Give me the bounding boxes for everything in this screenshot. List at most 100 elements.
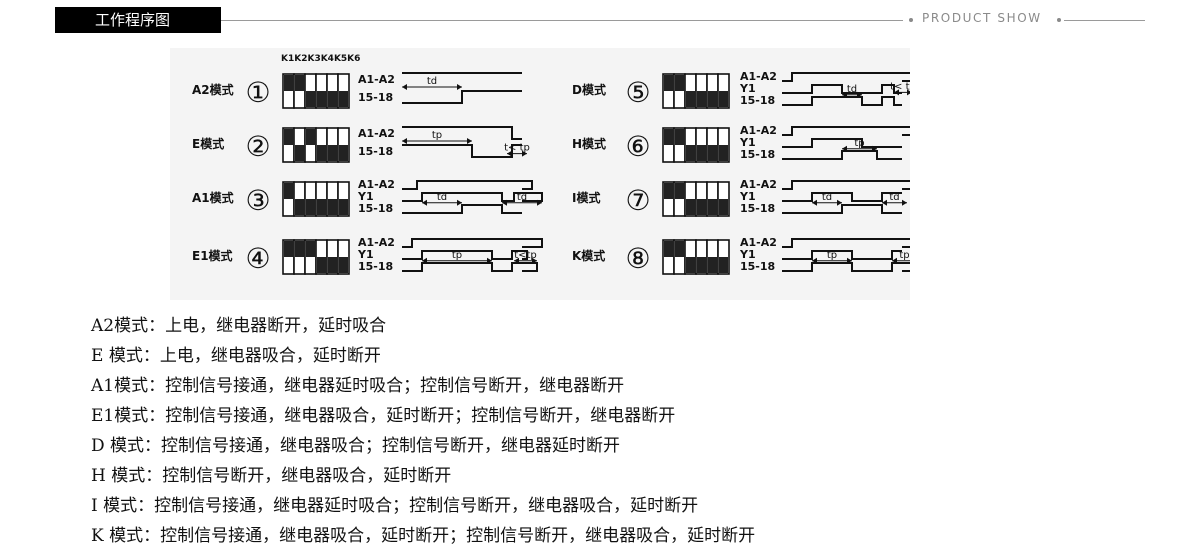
mode-2-dip-fill-3 <box>306 129 315 145</box>
mode-8-timing-span-1-right-arrow <box>847 257 852 264</box>
mode-3-wave-1 <box>402 180 533 190</box>
mode-8-signal-3: 15-18 <box>740 260 775 273</box>
mode-2-timing-label-2: t< tp <box>504 143 530 154</box>
mode-5-timing-span-1-left-arrow <box>842 91 847 98</box>
mode-8-dip-fill-2 <box>675 241 684 257</box>
mode-3-wave-3 <box>402 204 522 214</box>
mode-3-timing-span-1-right-arrow <box>457 199 462 206</box>
mode-7-signal-3: 15-18 <box>740 202 775 215</box>
desc-e-mode: E 模式：上电，继电器吸合，延时断开 <box>91 346 381 366</box>
mode-8-dip-fill-1 <box>664 241 673 257</box>
mode-5-timing-span-2-right-arrow <box>907 89 910 96</box>
mode-4-signal-1: A1-A2 <box>358 236 395 249</box>
mode-6-wave-1 <box>782 126 910 136</box>
mode-4-signal-3: 15-18 <box>358 260 393 273</box>
mode-8-signal-2: Y1 <box>739 248 756 261</box>
mode-8-dip-off-6 <box>719 257 728 273</box>
mode-5-timing-span-1-right-arrow <box>857 91 862 98</box>
mode-6-wave-2 <box>782 138 902 148</box>
mode-6-dip-off-5 <box>708 145 717 161</box>
mode-1-number: ① <box>245 76 270 109</box>
mode-4-dip-fill-1 <box>284 241 293 257</box>
mode-5-dip-off-3 <box>686 91 695 107</box>
mode-6-timing-label-1: tp <box>854 138 864 149</box>
mode-4-wave-2 <box>402 250 528 260</box>
mode-1-dip-off-5 <box>328 91 337 107</box>
desc-h-mode: H 模式：控制信号断开，继电器吸合，延时断开 <box>91 466 452 486</box>
mode-8-signal-1: A1-A2 <box>740 236 777 249</box>
mode-3-label: A1模式 <box>192 190 234 205</box>
mode-4-timing-label-1: tp <box>452 250 462 261</box>
mode-5-label: D模式 <box>572 82 606 97</box>
mode-4-dip-off-6 <box>339 257 348 273</box>
mode-6-signal-1: A1-A2 <box>740 124 777 137</box>
mode-4-dip-fill-2 <box>295 241 304 257</box>
mode-4-timing-label-2: t<tp <box>514 250 537 261</box>
mode-6-dip-fill-2 <box>675 129 684 145</box>
mode-7-dip-off-6 <box>719 199 728 215</box>
mode-8-number: ⑧ <box>625 242 650 275</box>
mode-5-wave-2 <box>782 84 902 94</box>
mode-6-timing-span-1-right-arrow <box>872 145 877 152</box>
mode-8-dip-off-5 <box>708 257 717 273</box>
mode-6-dip-off-4 <box>697 145 706 161</box>
mode-4-wave-3 <box>402 262 538 272</box>
header-dot-left <box>909 18 913 22</box>
mode-8-label: K模式 <box>572 248 605 263</box>
mode-4-dip-fill-3 <box>306 241 315 257</box>
mode-7-dip-off-3 <box>686 199 695 215</box>
mode-7-wave-3 <box>782 204 902 214</box>
mode-2-dip-off-2 <box>295 145 304 161</box>
mode-5-signal-1: A1-A2 <box>740 70 777 83</box>
mode-2-label: E模式 <box>192 136 224 151</box>
mode-4-label: E1模式 <box>192 248 233 263</box>
mode-3-dip-off-6 <box>339 199 348 215</box>
mode-8-wave-1 <box>782 238 910 248</box>
mode-6-number: ⑥ <box>625 130 650 163</box>
mode-1-dip-off-3 <box>306 91 315 107</box>
mode-3-signal-1: A1-A2 <box>358 178 395 191</box>
mode-5-dip-off-5 <box>708 91 717 107</box>
switch-header: K1K2K3K4K5K6 <box>281 54 360 64</box>
mode-2-timing-span-1-right-arrow <box>467 138 472 144</box>
mode-3-dip-off-2 <box>295 199 304 215</box>
mode-2-signal-1: A1-A2 <box>358 127 395 140</box>
header-divider-left <box>221 20 903 21</box>
mode-4-timing-span-1-left-arrow <box>422 257 427 264</box>
mode-5-timing-label-1: td <box>847 84 857 95</box>
mode-3-timing-span-1-left-arrow <box>422 199 427 206</box>
mode-2-wave-1 <box>402 126 522 140</box>
mode-8-timing-label-1: tp <box>827 250 837 261</box>
mode-6-signal-2: Y1 <box>739 136 756 149</box>
mode-8-dip-off-4 <box>697 257 706 273</box>
mode-1-timing-label-1: td <box>427 76 437 87</box>
mode-3-dip-off-4 <box>317 199 326 215</box>
mode-8-wave-2 <box>782 250 902 260</box>
mode-2-wave-2 <box>402 144 522 158</box>
mode-5-timing-label-2: t< td <box>890 81 910 92</box>
mode-1-dip-off-4 <box>317 91 326 107</box>
mode-5-dip-fill-2 <box>675 75 684 91</box>
mode-7-signal-1: A1-A2 <box>740 178 777 191</box>
mode-1-timing-span-1-left-arrow <box>402 84 407 90</box>
mode-1-signal-1: A1-A2 <box>358 73 395 86</box>
mode-3-timing-label-2: td <box>517 192 527 203</box>
mode-7-timing-label-1: td <box>822 192 832 203</box>
mode-4-signal-2: Y1 <box>357 248 374 261</box>
mode-7-dip-off-5 <box>708 199 717 215</box>
mode-1-dip-off-6 <box>339 91 348 107</box>
mode-7-wave-1 <box>782 180 910 190</box>
mode-8-wave-3 <box>782 262 910 272</box>
section-title: 工作程序图 <box>55 7 221 33</box>
mode-3-dip-fill-1 <box>284 183 293 199</box>
mode-6-dip-off-6 <box>719 145 728 161</box>
mode-2-number: ② <box>245 130 270 163</box>
mode-2-signal-2: 15-18 <box>358 145 393 158</box>
mode-3-timing-label-1: td <box>437 192 447 203</box>
mode-5-timing-span-2-left-arrow <box>894 89 899 96</box>
mode-7-label: I模式 <box>572 190 600 205</box>
mode-2-dip-off-5 <box>328 145 337 161</box>
mode-5-dip-off-4 <box>697 91 706 107</box>
mode-8-dip-off-3 <box>686 257 695 273</box>
